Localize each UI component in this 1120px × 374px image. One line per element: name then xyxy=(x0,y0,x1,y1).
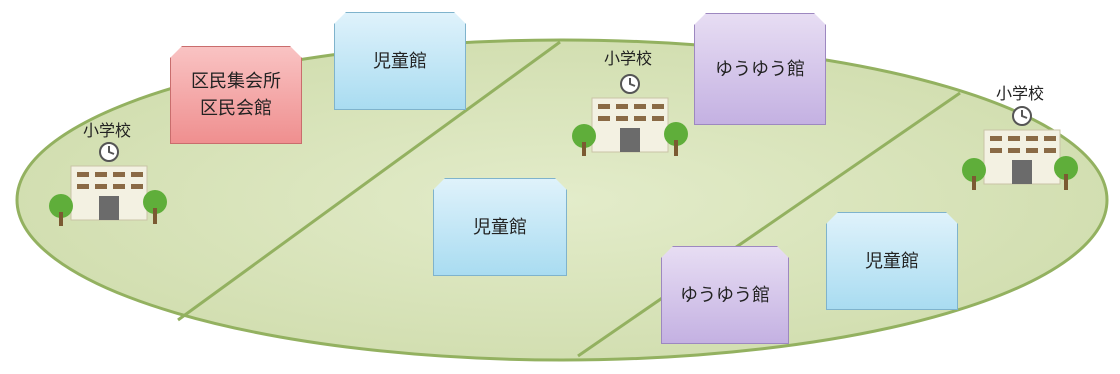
jidokan-center-label: 児童館 xyxy=(473,216,527,238)
kumin-kaikan-box: 区民集会所 区民会館 xyxy=(170,46,302,144)
yuyukan-bottom-label: ゆうゆう館 xyxy=(680,284,770,306)
school-building-center-icon xyxy=(572,74,688,156)
school-label-right: 小学校 xyxy=(995,84,1044,103)
yuyukan-top-label: ゆうゆう館 xyxy=(715,58,805,80)
kumin-line-2: 区民会館 xyxy=(200,98,272,119)
school-building-right-icon xyxy=(962,106,1078,190)
school-building-left-icon xyxy=(49,142,167,226)
jidokan-top-label: 児童館 xyxy=(373,50,427,72)
jidokan-right-box: 児童館 xyxy=(826,212,958,310)
jidokan-top-box: 児童館 xyxy=(334,12,466,110)
district-divider-1 xyxy=(177,40,561,322)
school-label-center: 小学校 xyxy=(603,49,652,68)
kumin-line-1: 区民集会所 xyxy=(191,71,281,92)
yuyukan-bottom-box: ゆうゆう館 xyxy=(661,246,789,344)
jidokan-center-box: 児童館 xyxy=(433,178,567,276)
jidokan-right-label: 児童館 xyxy=(865,250,919,272)
school-label-left: 小学校 xyxy=(82,121,131,140)
district-divider-2 xyxy=(577,91,961,358)
yuyukan-top-box: ゆうゆう館 xyxy=(694,13,826,125)
